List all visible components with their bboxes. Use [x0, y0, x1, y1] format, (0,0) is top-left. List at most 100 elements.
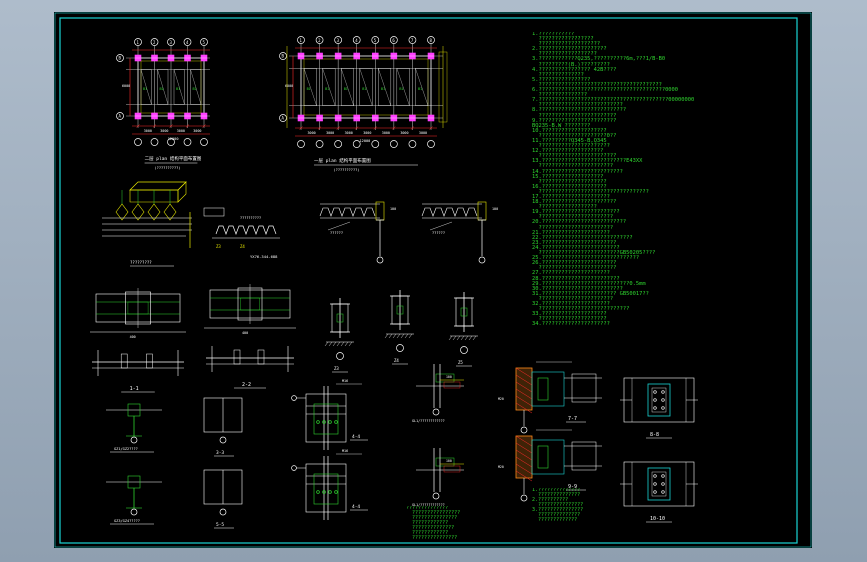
web-plate	[651, 387, 667, 413]
grid-axis-label: 4	[186, 40, 189, 45]
note-line: 30.?????????????????????????	[532, 285, 623, 292]
callout-bubble	[291, 395, 297, 401]
ground-hatch	[340, 341, 345, 347]
dimension-tick	[299, 126, 303, 130]
detail-bubble	[336, 352, 344, 360]
ground-hatch	[344, 341, 349, 347]
ground-hatch	[452, 335, 457, 341]
grid-bubble	[315, 36, 324, 44]
note-line: ?????????????????????	[532, 178, 607, 185]
note-line: 20.??????????????????????????	[532, 219, 627, 226]
dimension-text: 3000	[193, 129, 201, 133]
ground-hatch	[456, 335, 461, 341]
plate	[257, 349, 265, 365]
web-plate	[651, 471, 667, 497]
end-plate	[313, 473, 339, 505]
note-line: ????????????????????????	[532, 153, 617, 160]
ground-hatch	[400, 333, 405, 339]
grid-axis-label: B	[282, 54, 285, 59]
column-section	[647, 383, 671, 417]
bolt	[653, 490, 657, 494]
slab-diagonal	[341, 68, 354, 106]
bolt	[661, 398, 665, 402]
note-line: 23.???????????????????????	[532, 239, 617, 246]
grid-bubble	[297, 140, 305, 148]
detail-bubble	[130, 508, 138, 516]
detail-label: Z3	[216, 244, 221, 249]
grid-axis-label: 7	[411, 38, 414, 43]
note-line: ????????????????????????????	[532, 306, 630, 313]
grid-bubble	[352, 36, 361, 44]
bolt	[322, 490, 326, 494]
wall-hatch	[515, 388, 533, 400]
dimension-text: 3000	[419, 131, 427, 135]
grid-bubble	[334, 36, 342, 44]
note-line: 7.??????????????????????????????????????…	[532, 97, 695, 104]
detail-label: Z3	[334, 366, 339, 371]
dimension-tick	[392, 126, 396, 130]
bolt	[661, 474, 665, 478]
section-label: 4-4	[352, 504, 360, 510]
dimension-tick	[136, 124, 140, 128]
grid-bubble	[167, 138, 175, 146]
grid-bubble	[427, 36, 435, 44]
note-line: ??????????????	[406, 525, 455, 531]
grid-axis-label: A	[282, 116, 285, 121]
note-line: 33.????????????????????	[532, 311, 607, 318]
dimension-text: 400	[130, 335, 136, 339]
note-line: 31.??????????????????????? GB50017??	[532, 290, 649, 297]
dimension-text: 12000	[168, 137, 179, 141]
ground-hatch	[468, 335, 473, 341]
note-line: 29.???????????????????????????0.5mm	[532, 280, 646, 287]
grid-bubble	[150, 138, 159, 146]
grid-axis-label: 2	[153, 40, 156, 45]
bolt-label: M20	[498, 465, 504, 469]
embedded-plate	[531, 439, 565, 475]
cantilever-strip	[438, 51, 448, 123]
wall-hatch	[515, 374, 533, 386]
bolt	[334, 420, 338, 424]
grid-axis-label: 5	[203, 40, 206, 45]
slab-diagonal	[378, 68, 391, 106]
bolt	[316, 490, 320, 494]
bolt	[653, 390, 657, 394]
dimension-text: 3000	[308, 131, 316, 135]
detail-bubble	[130, 436, 138, 444]
dimension-text: 3000	[400, 131, 408, 135]
profiled-sheet	[215, 225, 277, 235]
dimension-text: 100	[446, 375, 452, 379]
steel-bracket	[537, 445, 549, 469]
section-label: 1-1	[130, 386, 139, 392]
note-line: ??????????????	[532, 492, 581, 498]
joint-frame	[305, 393, 347, 443]
note-line: ?????????????????	[532, 36, 594, 43]
note-line: 34.?????????????????????	[532, 321, 610, 328]
wall-hatch	[515, 435, 533, 447]
note-line: 22.????????????????????????????	[532, 234, 633, 241]
section-bubble	[376, 256, 384, 264]
note-line: 2.?????????????????????	[532, 46, 607, 53]
end-plate	[313, 403, 339, 435]
detail-title: GL1/????????????	[412, 419, 445, 423]
note-line: 24.????????????????????????	[532, 244, 620, 251]
grid-axis-label: 1	[300, 38, 303, 43]
panel-label: B1	[192, 87, 196, 91]
dimension-tick	[185, 124, 190, 128]
slab-diagonal	[190, 69, 202, 105]
plan-title: 二层 plan 结构平面布置图	[145, 155, 202, 162]
beam-end	[571, 373, 597, 403]
detail-title: GZ1/GZ2????	[114, 447, 138, 451]
stiffener	[240, 297, 260, 311]
ground-hatch	[328, 341, 333, 347]
panel-label: B1	[381, 87, 385, 91]
detail-bubble	[396, 344, 404, 352]
ground-hatch	[348, 341, 353, 347]
note-line: ???????????????????????	[532, 163, 614, 170]
note-line: ??????????????	[532, 71, 584, 78]
note-line: ???????????????????????	[532, 224, 614, 231]
slab-diagonal	[396, 68, 410, 106]
grid-bubble	[408, 140, 417, 148]
dimension-text: 6000	[122, 84, 130, 88]
note-line: ?????????????	[532, 517, 578, 523]
